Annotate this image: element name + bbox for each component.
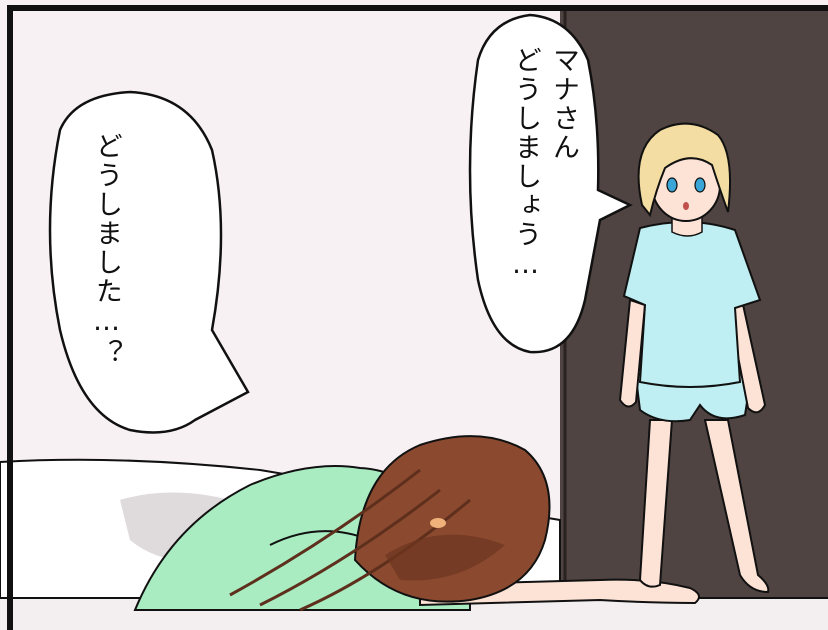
panel-border — [7, 5, 828, 630]
speech-bubble-right-line-2: どうしましょう… — [510, 46, 541, 282]
standing-girl-eye-left — [666, 177, 678, 193]
speech-bubble-right-text: マナさん どうしましょう… — [506, 46, 582, 282]
standing-girl-mouth — [683, 202, 689, 210]
hair-clip — [430, 518, 446, 528]
standing-girl-arm-left — [618, 298, 647, 408]
speech-bubble-right-line-1: マナさん — [548, 46, 579, 162]
standing-girl-shirt — [622, 221, 762, 388]
standing-girl-leg-right — [703, 419, 770, 594]
speech-bubble-left-text: どうしました…？ — [91, 132, 122, 368]
standing-girl-leg-left — [638, 419, 674, 588]
speech-bubble-right — [468, 13, 633, 354]
standing-girl-eye-right — [694, 177, 706, 193]
standing-girl-hair — [637, 122, 732, 218]
speech-bubble-left — [48, 90, 250, 434]
